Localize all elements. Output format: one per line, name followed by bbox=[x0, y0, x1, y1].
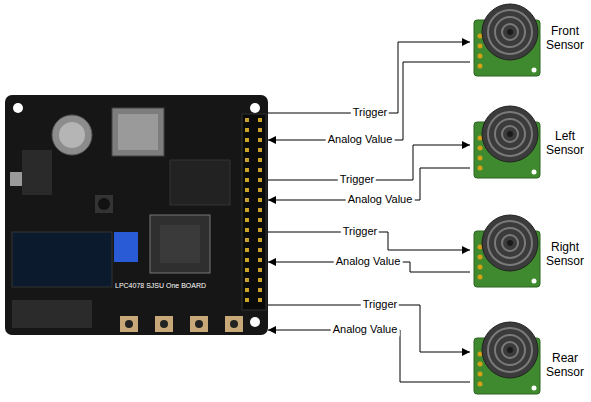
signal-label: Analog Value bbox=[331, 323, 400, 336]
signal-label: Trigger bbox=[361, 298, 399, 311]
ultrasonic-sensor bbox=[474, 322, 540, 394]
sensor-label: Right Sensor bbox=[542, 240, 588, 269]
signal-label: Analog Value bbox=[334, 255, 403, 268]
microcontroller-board: LPC4078 SJSU One BOARD bbox=[5, 95, 268, 335]
signal-label: Trigger bbox=[341, 225, 379, 238]
sensor-node: Front Sensor bbox=[470, 0, 590, 80]
ultrasonic-sensor bbox=[474, 215, 540, 287]
sensor-node: Rear Sensor bbox=[470, 320, 590, 400]
signal-connector bbox=[268, 62, 470, 140]
signal-connector bbox=[268, 330, 470, 382]
signal-connector bbox=[268, 42, 470, 113]
sensor-label: Front Sensor bbox=[542, 24, 588, 53]
board-silkscreen: LPC4078 SJSU One BOARD bbox=[115, 282, 245, 290]
signal-connector bbox=[268, 305, 470, 352]
sensor-node: Left Sensor bbox=[470, 103, 590, 183]
sensor-label: Rear Sensor bbox=[542, 351, 588, 380]
signal-label: Trigger bbox=[338, 173, 376, 186]
signal-label: Trigger bbox=[351, 106, 389, 119]
signal-label: Analog Value bbox=[346, 193, 415, 206]
ultrasonic-sensor bbox=[474, 106, 540, 178]
signal-label: Analog Value bbox=[326, 133, 395, 146]
microcontroller-board bbox=[5, 95, 268, 335]
ultrasonic-sensor bbox=[474, 4, 540, 76]
sensor-label: Left Sensor bbox=[542, 129, 588, 158]
sensor-node: Right Sensor bbox=[470, 212, 590, 292]
